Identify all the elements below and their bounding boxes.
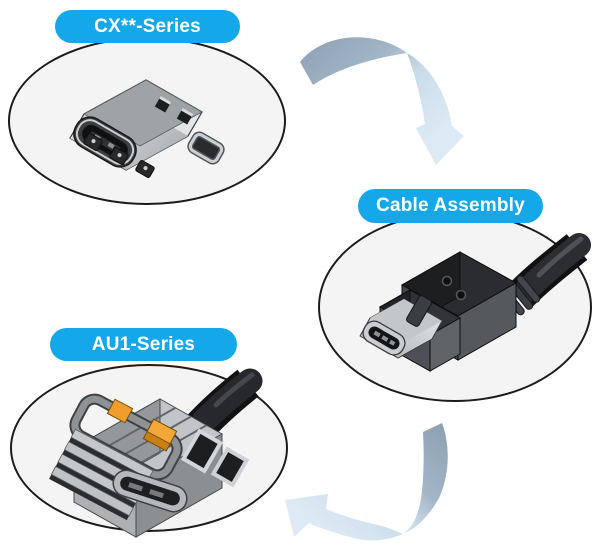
arrow-cx-to-cable-icon [300, 37, 464, 165]
shell-clip [187, 131, 225, 165]
usb-c-tip [359, 295, 443, 359]
orange-latch [106, 398, 134, 424]
cx-series-label: CX**-Series [55, 10, 240, 43]
latch-window [180, 428, 224, 474]
latch-window [210, 446, 250, 488]
usb-c-plug-connector-illustration [69, 79, 225, 178]
au1-housing [49, 393, 250, 538]
usb-c-cable-plug-illustration [359, 233, 591, 372]
orange-latch [142, 418, 178, 452]
cable [183, 368, 263, 443]
cable-assembly-label: Cable Assembly [358, 189, 543, 223]
au1-series-label: AU1-Series [50, 328, 237, 361]
arrow-cable-to-au1-icon [285, 423, 448, 541]
au1-connector-illustration [49, 368, 263, 538]
shell-tab-cutout [176, 108, 194, 125]
usb-c-tip-face [362, 320, 406, 356]
usb-c-receptacle-face [112, 469, 188, 513]
usb-c-shell [69, 79, 225, 178]
shell-tab-cutout [154, 96, 172, 113]
